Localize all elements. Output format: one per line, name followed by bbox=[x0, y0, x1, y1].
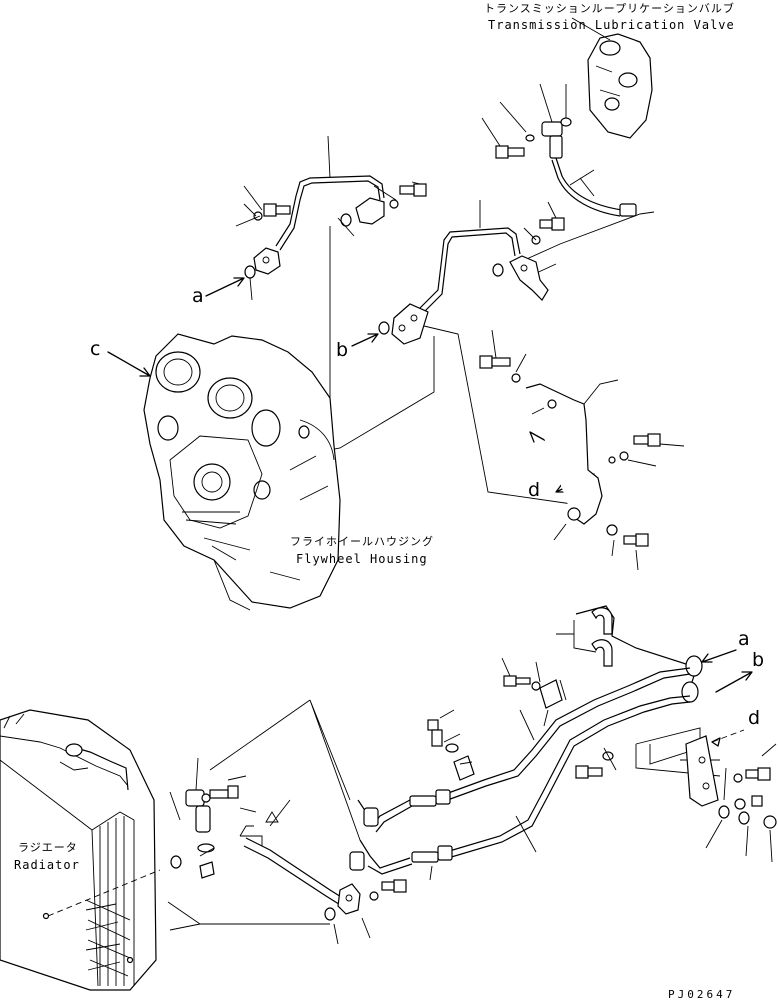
ref-d-upper: d bbox=[528, 479, 540, 501]
radiator-label-jp: ラジエータ bbox=[18, 841, 78, 854]
valve-leader bbox=[571, 17, 611, 41]
flange-lower bbox=[337, 883, 361, 915]
u-bolt-upper bbox=[591, 607, 613, 635]
bolt-bracket bbox=[575, 751, 614, 779]
o-ring-b bbox=[378, 321, 390, 335]
ref-b-lower: b bbox=[752, 649, 764, 671]
radiator-elbow bbox=[170, 789, 215, 879]
lower-tube bbox=[245, 837, 347, 901]
hose-fitting-lower bbox=[411, 845, 453, 863]
tube-end-a bbox=[685, 655, 703, 677]
bracket-hardware bbox=[718, 767, 777, 829]
flywheel-housing bbox=[143, 333, 341, 611]
junction-block bbox=[391, 303, 429, 345]
bolt-clip bbox=[503, 675, 541, 691]
long-tube-2 bbox=[445, 695, 691, 853]
arrow-c-housing bbox=[107, 351, 151, 377]
bolt-radiator bbox=[201, 785, 239, 803]
arrow-b-upper bbox=[351, 333, 379, 347]
valve-elbow-fitting bbox=[525, 117, 572, 159]
upper-left-tube bbox=[275, 175, 385, 247]
ref-a-upper: a bbox=[192, 285, 204, 307]
u-bolt-lower bbox=[591, 639, 613, 667]
ref-a-lower: a bbox=[738, 628, 750, 650]
valve-hose bbox=[555, 157, 623, 211]
radiator bbox=[0, 709, 157, 991]
flange-top bbox=[355, 197, 385, 225]
o-ring bbox=[492, 263, 504, 277]
ref-c-housing: c bbox=[90, 338, 100, 360]
ref-b-upper: b bbox=[336, 339, 348, 361]
elbow-upper bbox=[363, 807, 379, 827]
bolt-lower-flange bbox=[369, 879, 407, 901]
tube-end-b bbox=[681, 681, 699, 703]
elbow-lower bbox=[349, 851, 365, 871]
arrow-b-lower bbox=[715, 671, 753, 693]
tube-clip bbox=[539, 679, 563, 709]
arrow-a-upper bbox=[205, 277, 245, 297]
bolt-right-upper bbox=[389, 183, 427, 209]
radiator-label-en: Radiator bbox=[14, 858, 80, 872]
clip-middle bbox=[427, 719, 475, 781]
long-tube-1 bbox=[439, 667, 691, 797]
flange-a bbox=[253, 247, 281, 275]
valve-label-jp: トランスミッションループリケーションバルブ bbox=[484, 1, 735, 15]
drawing-code: PJ02647 bbox=[668, 988, 735, 1001]
o-ring-a bbox=[244, 265, 256, 279]
flywheel-label-en: Flywheel Housing bbox=[296, 552, 428, 566]
arrow-a-lower bbox=[701, 649, 737, 663]
valve-label-en: Transmission Lubrication Valve bbox=[488, 18, 735, 32]
upper-tube-flange bbox=[509, 255, 549, 301]
valve-bolt bbox=[495, 145, 525, 159]
hose-fitting-upper bbox=[409, 789, 451, 807]
transmission-lubrication-valve bbox=[587, 33, 653, 139]
ref-d-lower: d bbox=[748, 707, 760, 729]
hose-end-fitting bbox=[619, 203, 637, 217]
mount-bracket bbox=[685, 735, 719, 807]
bracket-c-upper bbox=[479, 355, 661, 547]
upper-lube-tube bbox=[411, 227, 521, 317]
flywheel-label-jp: フライホイールハウジング bbox=[290, 534, 434, 548]
radiator-inlet-pipe bbox=[59, 743, 129, 791]
bolt-upper-mid bbox=[531, 217, 565, 245]
